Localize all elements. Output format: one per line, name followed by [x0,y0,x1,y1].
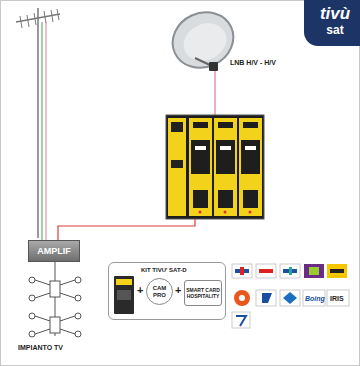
kit-box: KIT TIVU' SAT-D CAM PRO SMART CARD HOSPITA… [108,262,226,320]
channel-logos [232,264,349,328]
node-text: AMPLIF [29,246,79,257]
amplifier-box: AMPLIF [28,240,80,262]
tv-distribution [29,262,81,337]
coax-wire [58,219,195,240]
channel-logo-text: IRIS [330,294,344,303]
headend-rack [166,115,264,219]
node-text: CAM PRO [151,285,169,299]
antenna [16,8,60,240]
smart-card: SMART CARD HOSPITALITY [184,280,222,306]
plus-sign: + [137,284,143,297]
plus-sign: + [175,284,181,297]
brand-badge: tivùsat [304,0,360,46]
channel-logo-text: Boing [305,294,325,303]
node-text: SMART CARD HOSPITALITY [186,287,220,299]
cam-module: CAM PRO [146,278,173,305]
kit-device [114,276,134,314]
section-label: IMPIANTO TV [18,343,63,352]
node-text: tivù [304,4,360,23]
node-text: sat [304,23,360,37]
node-text: KIT TIVU' SAT-D [141,266,187,274]
lnb-label: LNB H/V - H/V [230,58,276,67]
